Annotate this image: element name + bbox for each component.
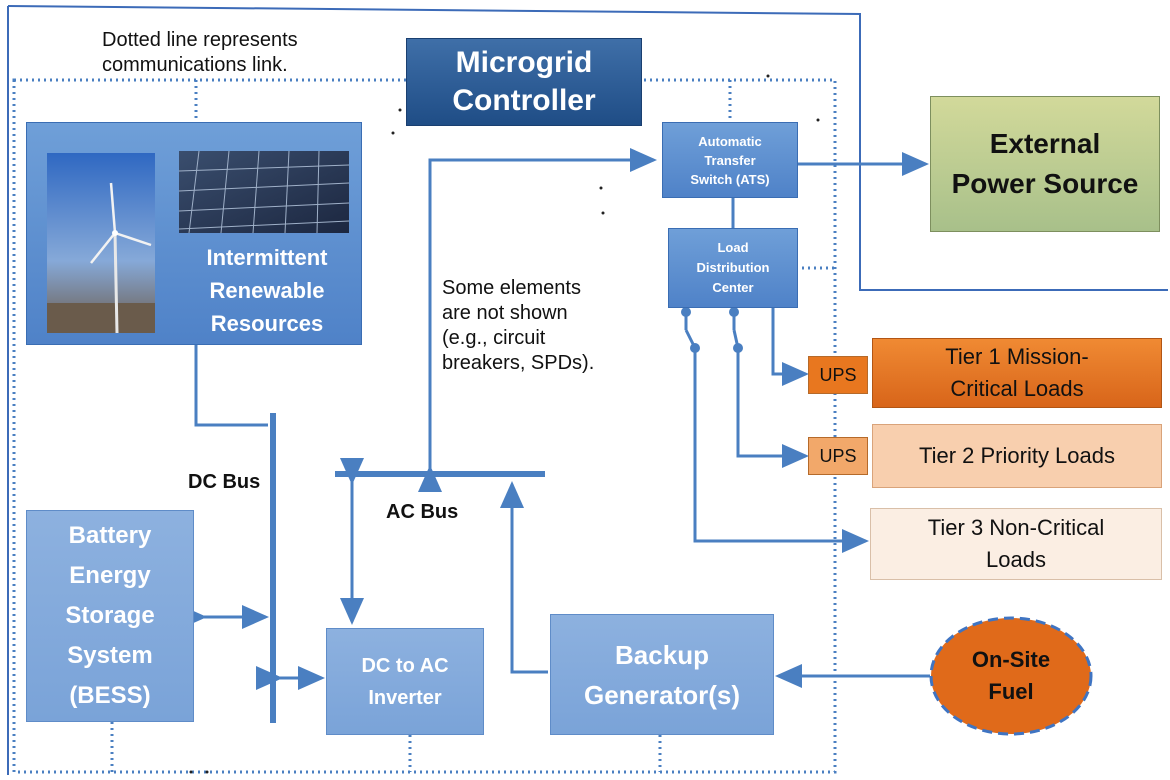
on-site-fuel-label: On-Site Fuel [971, 647, 1051, 704]
external-power-source: External Power Source [930, 96, 1160, 232]
renewables-label: Intermittent Renewable Resources [206, 245, 328, 336]
ups-tier1: UPS [808, 356, 868, 394]
microgrid-controller: Microgrid Controller [406, 38, 642, 126]
solar-panel-icon [179, 151, 349, 233]
dc-bus-bar [270, 413, 276, 723]
load-distribution-center: Load Distribution Center [668, 228, 798, 308]
tier2-priority-loads: Tier 2 Priority Loads [872, 424, 1162, 488]
ups-tier2: UPS [808, 437, 868, 475]
ac-bus-label: AC Bus [386, 501, 459, 523]
wind-turbine-icon [47, 153, 155, 333]
communications-link-note: Dotted line represents communications li… [102, 29, 298, 76]
dc-to-ac-inverter: DC to AC Inverter [326, 628, 484, 735]
battery-energy-storage-system: Battery Energy Storage System (BESS) [26, 510, 194, 722]
tier1-mission-critical-loads: Tier 1 Mission- Critical Loads [872, 338, 1162, 408]
dc-bus-label: DC Bus [188, 471, 261, 493]
backup-generator: Backup Generator(s) [550, 614, 774, 735]
ac-bus-bar [335, 471, 545, 477]
elements-not-shown-note: Some elements are not shown (e.g., circu… [442, 277, 595, 374]
on-site-fuel-ellipse [929, 616, 1093, 736]
automatic-transfer-switch: Automatic Transfer Switch (ATS) [662, 122, 798, 198]
tier3-non-critical-loads: Tier 3 Non-Critical Loads [870, 508, 1162, 580]
intermittent-renewable-resources: Intermittent Renewable Resources [26, 122, 362, 345]
